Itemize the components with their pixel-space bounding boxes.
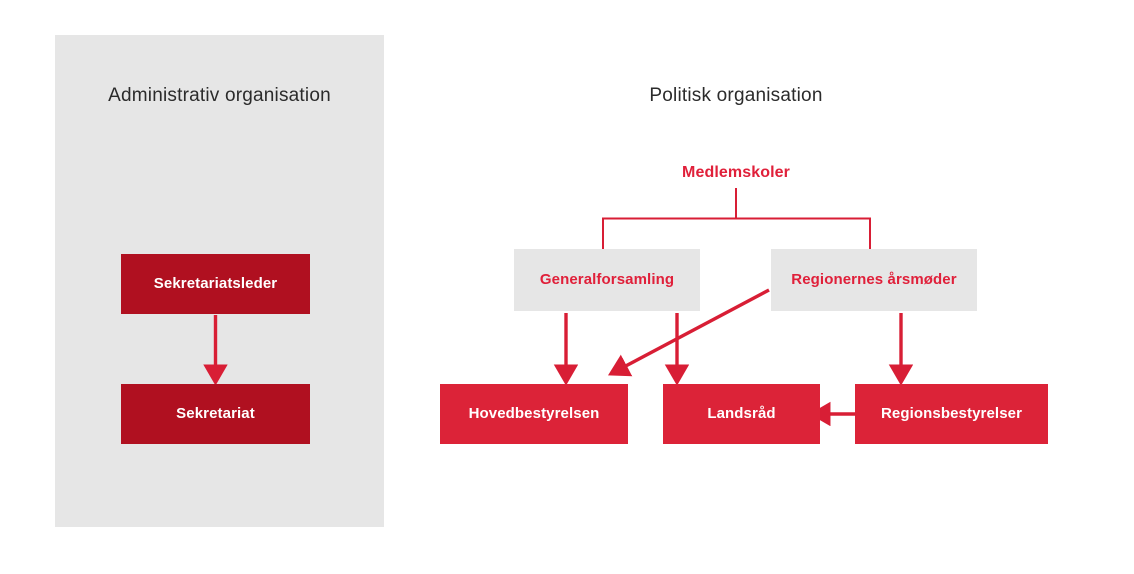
admin-panel-title: Administrativ organisation bbox=[108, 85, 331, 106]
node-regionsbestyrelser[interactable]: Regionsbestyrelser bbox=[855, 384, 1048, 444]
node-generalforsamling[interactable]: Generalforsamling bbox=[514, 249, 700, 311]
node-medlemskoler[interactable]: Medlemskoler bbox=[682, 164, 790, 181]
node-regionernes-aarsmoeder[interactable]: Regionernes årsmøder bbox=[771, 249, 977, 311]
node-sekretariat[interactable]: Sekretariat bbox=[121, 384, 310, 444]
political-panel-title: Politisk organisation bbox=[649, 85, 823, 106]
node-sekretariatsleder[interactable]: Sekretariatsleder bbox=[121, 254, 310, 314]
connector-medlemskoler-branch bbox=[602, 188, 871, 249]
node-landsraad[interactable]: Landsråd bbox=[663, 384, 820, 444]
node-hovedbestyrelsen[interactable]: Hovedbestyrelsen bbox=[440, 384, 628, 444]
